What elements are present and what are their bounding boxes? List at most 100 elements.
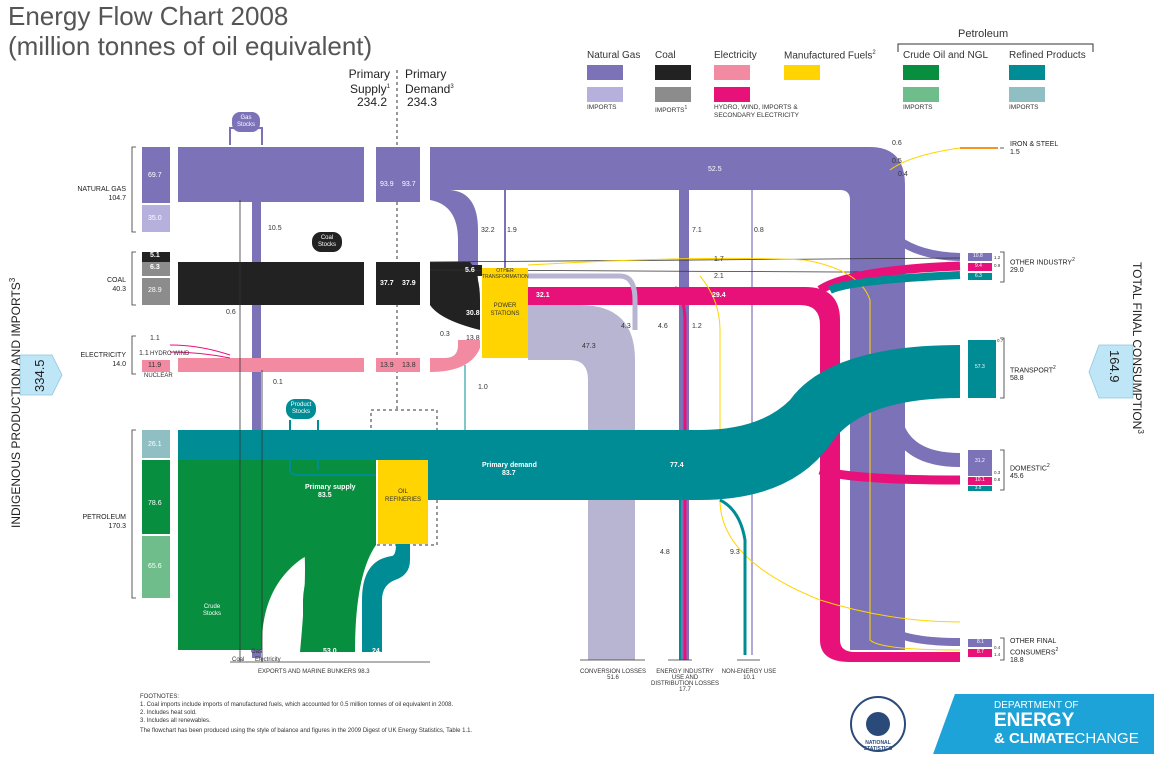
elec-primary-bar bbox=[376, 358, 420, 372]
footnote-2: 2. Includes heat sold. bbox=[140, 710, 197, 716]
other-industry-gas-bar bbox=[968, 253, 992, 261]
transport-oil-bar bbox=[968, 340, 996, 398]
crude-export-band bbox=[300, 535, 376, 652]
legend-refined-label: Refined Products bbox=[1009, 50, 1086, 61]
bottom-electricity-label: Electricity bbox=[255, 657, 281, 663]
gas-imports-bar bbox=[142, 205, 170, 232]
coal-primary-supply: 37.7 bbox=[380, 280, 394, 287]
flow-iron-0-5: 0.5 bbox=[892, 158, 902, 165]
legend-gas-imports-swatch bbox=[587, 87, 623, 102]
gas-stocks-bubble: Gas Stocks bbox=[232, 112, 260, 132]
elec-to-industry bbox=[817, 261, 961, 294]
elec-nuclear-bar bbox=[142, 360, 170, 372]
other-industry-oil-value: 6.3 bbox=[975, 273, 982, 279]
legend-coal-swatch bbox=[655, 65, 691, 80]
other-final-elec-value: 8.7 bbox=[977, 649, 984, 655]
bottom-non-energy-label: NON-ENERGY USE 10.1 bbox=[721, 669, 777, 681]
legend-petroleum-title: Petroleum bbox=[958, 28, 1009, 40]
mf-line-2 bbox=[699, 275, 961, 623]
flow-line-2-1: 2.1 bbox=[714, 273, 724, 280]
other-final-gas-value: 8.1 bbox=[977, 639, 984, 645]
legend-manufactured-fuels-label: Manufactured Fuels2 bbox=[784, 50, 876, 62]
bottom-energy-industry-label: ENERGY INDUSTRY USE AND DISTRIBUTION LOS… bbox=[650, 669, 719, 693]
other-industry-elec-bar bbox=[968, 263, 992, 271]
decc-line2: ENERGY bbox=[994, 710, 1075, 731]
power-stations-node bbox=[482, 268, 528, 358]
flow-iron-0-6: 0.6 bbox=[892, 140, 902, 147]
other-industry-oil-bar bbox=[968, 273, 992, 280]
other-industry-s1: 1.2 bbox=[994, 255, 1001, 260]
gas-to-other-final bbox=[876, 617, 961, 646]
other-final-elec-bar bbox=[968, 649, 992, 657]
flow-conv-4-3: 4.3 bbox=[621, 323, 631, 330]
coal-1-7-line bbox=[429, 257, 961, 263]
legend-electricity-label: Electricity bbox=[714, 50, 757, 61]
flow-gas-10-5: 10.5 bbox=[268, 225, 282, 232]
gas-main-flow bbox=[430, 147, 905, 650]
national-statistics-logo: NATIONAL STATISTICS bbox=[850, 696, 906, 752]
flow-gas-to-power: 32.2 bbox=[481, 227, 495, 234]
elec-nuclear-value: 11.9 bbox=[148, 362, 162, 369]
domestic-s1: 0.3 bbox=[994, 470, 1001, 475]
domestic-gas-value: 31.2 bbox=[975, 458, 985, 464]
legend-refined-imports-swatch bbox=[1009, 87, 1045, 102]
national-statistics-emblem bbox=[866, 712, 890, 736]
product-stocks-bubble: Product Stocks bbox=[286, 399, 316, 419]
elec-imports-line bbox=[169, 344, 231, 356]
flow-energy-ind-4-8: 4.8 bbox=[660, 549, 670, 556]
oil-refineries-label: OIL REFINERIES bbox=[384, 489, 421, 503]
domestic-oil-bar bbox=[968, 486, 992, 491]
legend-gas-imports-label: IMPORTS bbox=[587, 104, 617, 111]
flow-primary-demand-text: Primary demand bbox=[482, 462, 537, 469]
other-final-gas-bar bbox=[968, 639, 992, 647]
gas-imports-value: 35.0 bbox=[148, 215, 162, 222]
gas-production-value: 69.7 bbox=[148, 172, 162, 179]
flow-elec-to-power: 13.8 bbox=[466, 335, 480, 342]
footnote-3: 3. Includes all renewables. bbox=[140, 718, 211, 724]
gas-primary-demand: 93.7 bbox=[402, 181, 416, 188]
gas-primary-supply: 93.9 bbox=[380, 181, 394, 188]
legend-natural-gas-swatch bbox=[587, 65, 623, 80]
coal-bar-2 bbox=[142, 262, 170, 276]
other-industry-gas-value: 10.8 bbox=[973, 253, 983, 259]
left-side-label: INDIGENOUS PRODUCTION AND IMPORTS3 bbox=[8, 277, 23, 528]
legend-crude-label: Crude Oil and NGL bbox=[903, 50, 989, 61]
national-statistics-text: NATIONAL STATISTICS bbox=[863, 740, 893, 752]
page-subtitle: (million tonnes of oil equivalent) bbox=[8, 31, 373, 61]
elec-hydro-line bbox=[169, 351, 231, 359]
product-stocks-loop bbox=[289, 420, 376, 476]
right-side-label: TOTAL FINAL CONSUMPTION3 bbox=[1130, 262, 1145, 434]
left-total-arrow bbox=[19, 354, 63, 396]
footnote-1: 1. Coal imports include imports of manuf… bbox=[140, 702, 454, 708]
coal-value-3: 28.9 bbox=[148, 287, 162, 294]
refined-primary-band bbox=[178, 430, 430, 460]
flow-elec-final: 29.4 bbox=[712, 292, 726, 299]
elec-nuclear-note: NUCLEAR bbox=[144, 373, 173, 379]
legend-manufactured-fuels-swatch bbox=[784, 65, 820, 80]
legend-secondary-elec-swatch bbox=[714, 87, 750, 102]
elec-flow-source bbox=[178, 358, 364, 372]
flow-coal-to-other: 5.6 bbox=[465, 267, 475, 274]
elec-hydro-note: HYDRO WIND bbox=[150, 351, 190, 357]
other-transformation-loss bbox=[528, 273, 638, 330]
flow-ind-1-2: 1.2 bbox=[692, 323, 702, 330]
elec-imports-value: 1.1 bbox=[150, 335, 160, 342]
elec-primary-demand: 13.8 bbox=[402, 362, 416, 369]
crude-production-bar bbox=[142, 460, 170, 534]
refined-exports-flow bbox=[362, 544, 410, 652]
flow-primary-supply-text: Primary supply bbox=[305, 484, 356, 491]
gas-to-industry bbox=[866, 189, 961, 261]
domestic-gas-bar bbox=[968, 450, 992, 476]
domestic-elec-bar bbox=[968, 477, 992, 485]
gas-to-domestic bbox=[888, 417, 961, 467]
legend-crude-imports-swatch bbox=[903, 87, 939, 102]
flow-power-out: 32.1 bbox=[536, 292, 550, 299]
primary-supply-label: Primary Supply1 bbox=[348, 67, 390, 96]
legend-refined-imports-label: IMPORTS bbox=[1009, 104, 1039, 111]
flow-gas-0-1: 0.1 bbox=[273, 379, 283, 386]
